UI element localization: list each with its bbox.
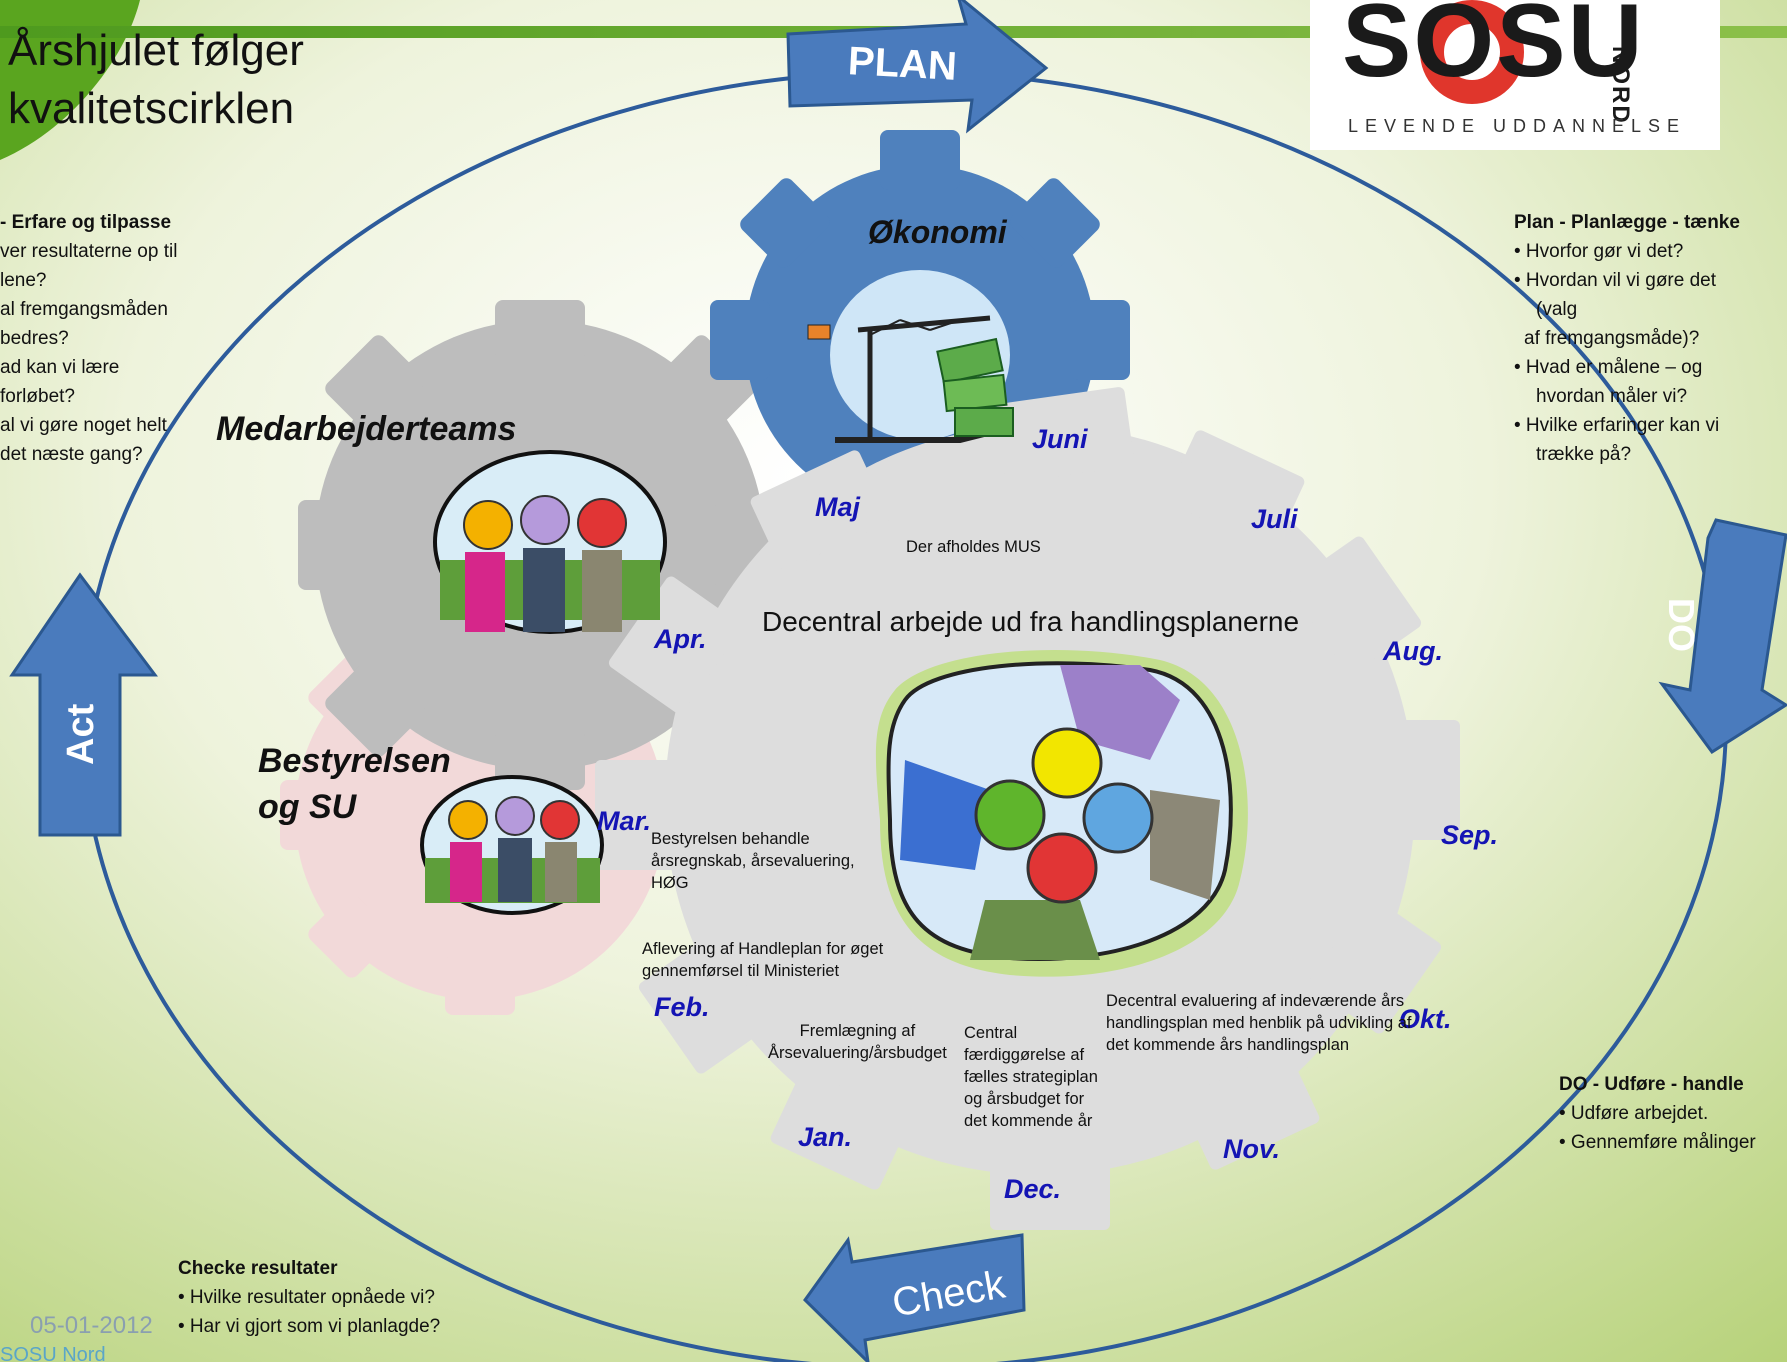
month-nov: Nov.	[1223, 1134, 1281, 1164]
act-description-line: det næste gang?	[0, 444, 143, 465]
act-description-line: al fremgangsmåden	[0, 299, 168, 320]
event-board-review-line: årsregnskab, årsevaluering,	[651, 852, 855, 870]
act-arrow	[9, 572, 158, 837]
plan-label: PLAN	[846, 39, 958, 89]
team-illustration-staff	[433, 450, 667, 634]
month-jan: Jan.	[798, 1122, 853, 1152]
check-description-line: • Hvilke resultater opnåede vi?	[178, 1287, 435, 1308]
plan-description-line: hvordan måler vi?	[1536, 386, 1688, 407]
team-illustration-board	[420, 775, 604, 915]
do-description-line: • Gennemføre målinger	[1559, 1132, 1756, 1153]
event-handleplan: Aflevering af Handleplan for øget gennem…	[642, 938, 883, 982]
event-handleplan-line: Aflevering af Handleplan for øget	[642, 940, 884, 958]
money-crane-illustration	[807, 315, 1014, 443]
event-mus: Der afholdes MUS	[906, 538, 1041, 556]
event-central-line: Central	[964, 1024, 1018, 1042]
do-label: DO	[1661, 598, 1702, 652]
event-board-review-line: HØG	[651, 874, 689, 892]
do-description: DO - Udføre - handle • Udføre arbejdet. …	[1559, 1070, 1756, 1157]
act-description-line: ad kan vi lære	[0, 357, 120, 378]
event-central-line: færdiggørelse af	[964, 1046, 1085, 1064]
plan-description-line: (valg	[1536, 299, 1578, 320]
event-decentral-eval-line: handlingsplan med henblik på udvikling a…	[1106, 1014, 1412, 1032]
plan-description: Plan - Planlægge - tænke • Hvorfor gør v…	[1514, 208, 1740, 469]
month-juni: Juni	[1032, 424, 1088, 454]
event-central: Central færdiggørelse af fælles strategi…	[964, 1022, 1098, 1132]
economy-gear-title: Økonomi	[868, 214, 1007, 250]
slide-title-line1: Årshjulet følger	[8, 26, 304, 75]
event-decentral-eval: Decentral evaluering af indeværende års …	[1106, 990, 1411, 1056]
act-description-heading: - Erfare og tilpasse	[0, 212, 172, 233]
plan-description-line: • Hvad er målene – og	[1514, 357, 1703, 378]
logo-o-ring	[1420, 0, 1524, 104]
event-board-review-line: Bestyrelsen behandle	[651, 830, 810, 848]
act-description-line: forløbet?	[0, 386, 75, 407]
board-gear-title-line1: Bestyrelsen	[258, 742, 451, 780]
event-central-line: det kommende år	[964, 1112, 1093, 1130]
month-juli: Juli	[1251, 504, 1298, 534]
check-description: Checke resultater • Hvilke resultater op…	[178, 1254, 440, 1341]
month-okt: Okt.	[1399, 1004, 1452, 1034]
plan-description-line: • Hvordan vil vi gøre det	[1514, 270, 1717, 291]
month-mar: Mar.	[597, 806, 652, 836]
act-description-line: ver resultaterne op til	[0, 241, 178, 262]
event-decentral-eval-line: det kommende års handlingsplan	[1106, 1036, 1350, 1054]
slide-date: 05-01-2012	[30, 1312, 153, 1339]
logo-wordmark: SOSU	[1342, 0, 1645, 101]
act-description-line: al vi gøre noget helt	[0, 415, 167, 436]
staff-teams-gear-title: Medarbejderteams	[216, 410, 517, 448]
check-description-heading: Checke resultater	[178, 1258, 338, 1279]
do-arrow	[1658, 518, 1787, 755]
month-feb: Feb.	[654, 992, 710, 1022]
act-description: - Erfare og tilpasse ver resultaterne op…	[0, 208, 177, 469]
event-fremlaegning-line: Fremlægning af	[799, 1022, 916, 1040]
do-description-line: • Udføre arbejdet.	[1559, 1103, 1709, 1124]
plan-description-line: • Hvorfor gør vi det?	[1514, 241, 1684, 262]
plan-description-line: af fremgangsmåde)?	[1524, 328, 1700, 349]
act-description-line: lene?	[0, 270, 47, 291]
event-central-line: fælles strategiplan	[964, 1068, 1098, 1086]
month-sep: Sep.	[1441, 820, 1499, 850]
plan-arrow	[786, 0, 1049, 134]
event-fremlaegning: Fremlægning af Årsevaluering/årsbudget	[768, 1020, 947, 1064]
month-maj: Maj	[815, 492, 861, 522]
event-fremlaegning-line: Årsevaluering/årsbudget	[768, 1044, 947, 1062]
collaboration-illustration	[875, 650, 1248, 977]
event-decentral-eval-line: Decentral evaluering af indeværende års	[1106, 992, 1405, 1010]
month-dec: Dec.	[1004, 1174, 1062, 1204]
do-description-heading: DO - Udføre - handle	[1559, 1074, 1744, 1095]
plan-description-line: trække på?	[1536, 444, 1632, 465]
board-gear-title: Bestyrelsen og SU	[258, 738, 451, 830]
board-gear-title-line2: og SU	[258, 788, 357, 826]
act-description-line: bedres?	[0, 328, 69, 349]
check-arrow	[803, 1233, 1026, 1362]
check-description-line: • Har vi gjort som vi planlagde?	[178, 1316, 441, 1337]
footer-org: SOSU Nord	[0, 1344, 106, 1362]
event-central-line: og årsbudget for	[964, 1090, 1085, 1108]
month-aug: Aug.	[1383, 636, 1443, 666]
month-apr: Apr.	[654, 624, 707, 654]
plan-description-heading: Plan - Planlægge - tænke	[1514, 212, 1740, 233]
event-board-review: Bestyrelsen behandle årsregnskab, årseva…	[651, 828, 855, 894]
central-gear-heading: Decentral arbejde ud fra handlingsplaner…	[762, 606, 1300, 637]
logo-vertical-text: NORD	[1607, 46, 1634, 125]
corner-leaf	[0, 0, 140, 160]
slide-title: Årshjulet følger kvalitetscirklen	[8, 22, 304, 138]
logo-tagline: LEVENDE UDDANNELSE	[1348, 116, 1687, 136]
act-label: Act	[60, 703, 102, 765]
plan-description-line: • Hvilke erfaringer kan vi	[1514, 415, 1720, 436]
event-handleplan-line: gennemførsel til Ministeriet	[642, 962, 840, 980]
logo-text: SOSU	[1342, 0, 1645, 99]
slide-title-line2: kvalitetscirklen	[8, 84, 295, 133]
